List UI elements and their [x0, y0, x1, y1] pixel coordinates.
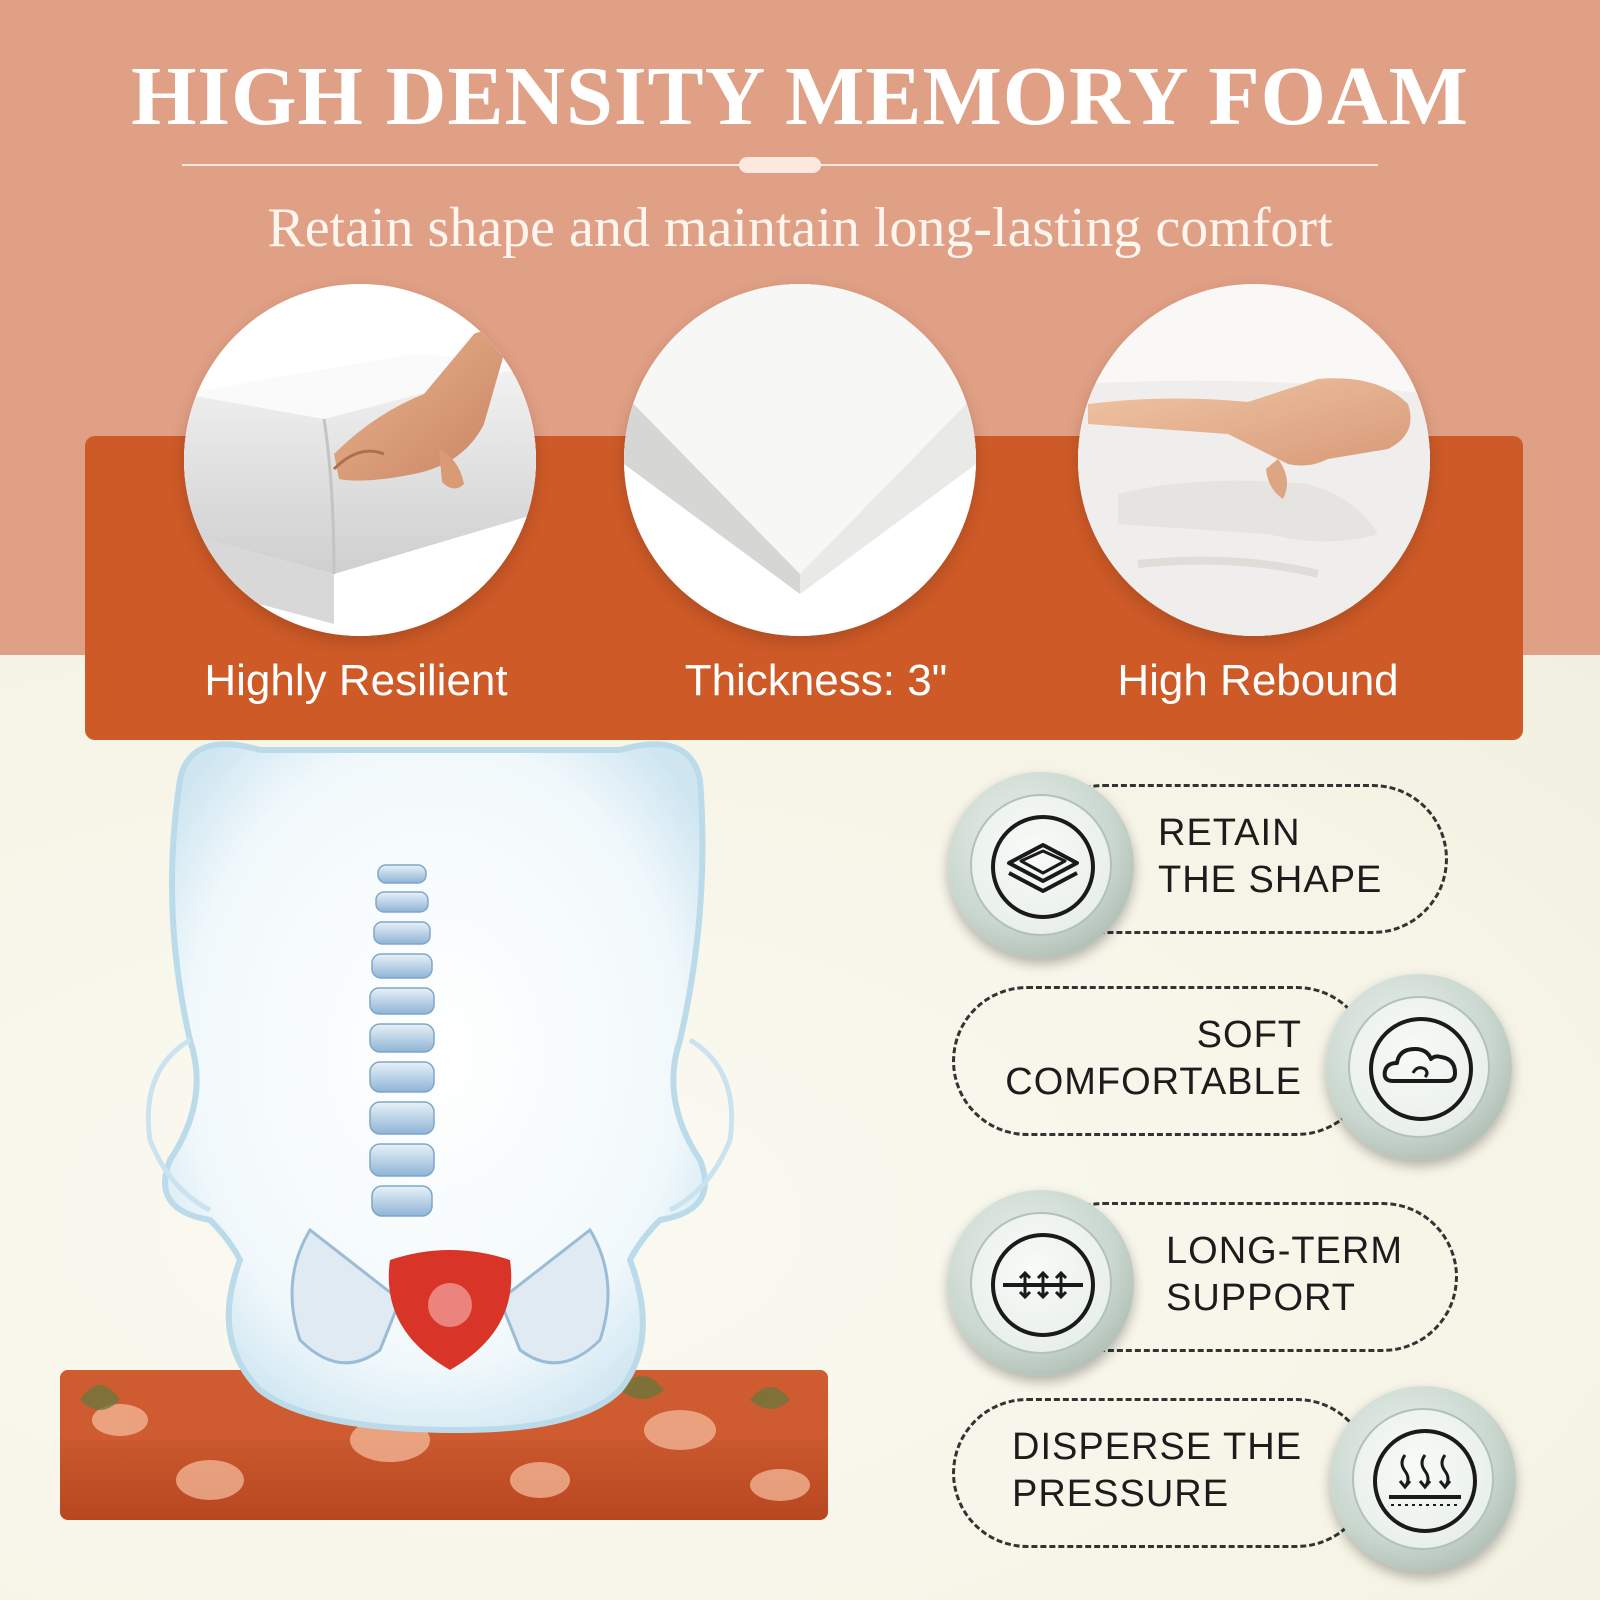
badge-text: DISPERSE THE PRESSURE: [1012, 1424, 1302, 1518]
badge-icon-ring: [1326, 974, 1512, 1160]
badge-line2: COMFORTABLE: [1005, 1061, 1302, 1103]
badge-long-term-support: LONG-TERM SUPPORT: [948, 1190, 1458, 1376]
badge-line2: THE SHAPE: [1158, 859, 1383, 901]
badge-disperse-pressure: DISPERSE THE PRESSURE: [952, 1386, 1516, 1572]
badge-icon-ring: [1330, 1386, 1516, 1572]
badge-text: SOFT COMFORTABLE: [982, 1012, 1302, 1106]
feature-image-hand-imprint: [1078, 284, 1430, 636]
feature-image-foam-slab: [624, 284, 976, 636]
badge-line2: PRESSURE: [1012, 1473, 1230, 1515]
feature-label-thickness: Thickness: 3": [684, 656, 948, 705]
badge-line1: RETAIN: [1158, 812, 1301, 854]
support-arrows-icon: [991, 1233, 1095, 1337]
badge-soft-comfortable: SOFT COMFORTABLE: [952, 974, 1512, 1160]
badge-line2: SUPPORT: [1166, 1277, 1357, 1319]
badge-line1: LONG-TERM: [1166, 1230, 1403, 1272]
feature-label-highly-resilient: Highly Resilient: [204, 656, 508, 705]
page-subtitle: Retain shape and maintain long-lasting c…: [267, 197, 1333, 259]
badge-text: LONG-TERM SUPPORT: [1166, 1228, 1403, 1322]
heat-waves-icon: [1373, 1429, 1477, 1533]
badge-line1: DISPERSE THE: [1012, 1426, 1303, 1468]
feature-image-hand-pressing-foam: [184, 284, 536, 636]
feature-label-high-rebound: High Rebound: [1117, 656, 1399, 705]
badge-icon-ring: [948, 772, 1134, 958]
cloud-icon: [1369, 1017, 1473, 1121]
badge-icon-ring: [948, 1190, 1134, 1376]
body-spine-cushion-illustration: [60, 740, 840, 1550]
badge-retain-shape: RETAIN THE SHAPE: [948, 772, 1448, 958]
page-title: HIGH DENSITY MEMORY FOAM: [131, 50, 1469, 143]
badge-text: RETAIN THE SHAPE: [1158, 810, 1382, 904]
layers-box-icon: [991, 815, 1095, 919]
badge-line1: SOFT: [1196, 1014, 1302, 1056]
title-divider-pill: [739, 157, 821, 173]
